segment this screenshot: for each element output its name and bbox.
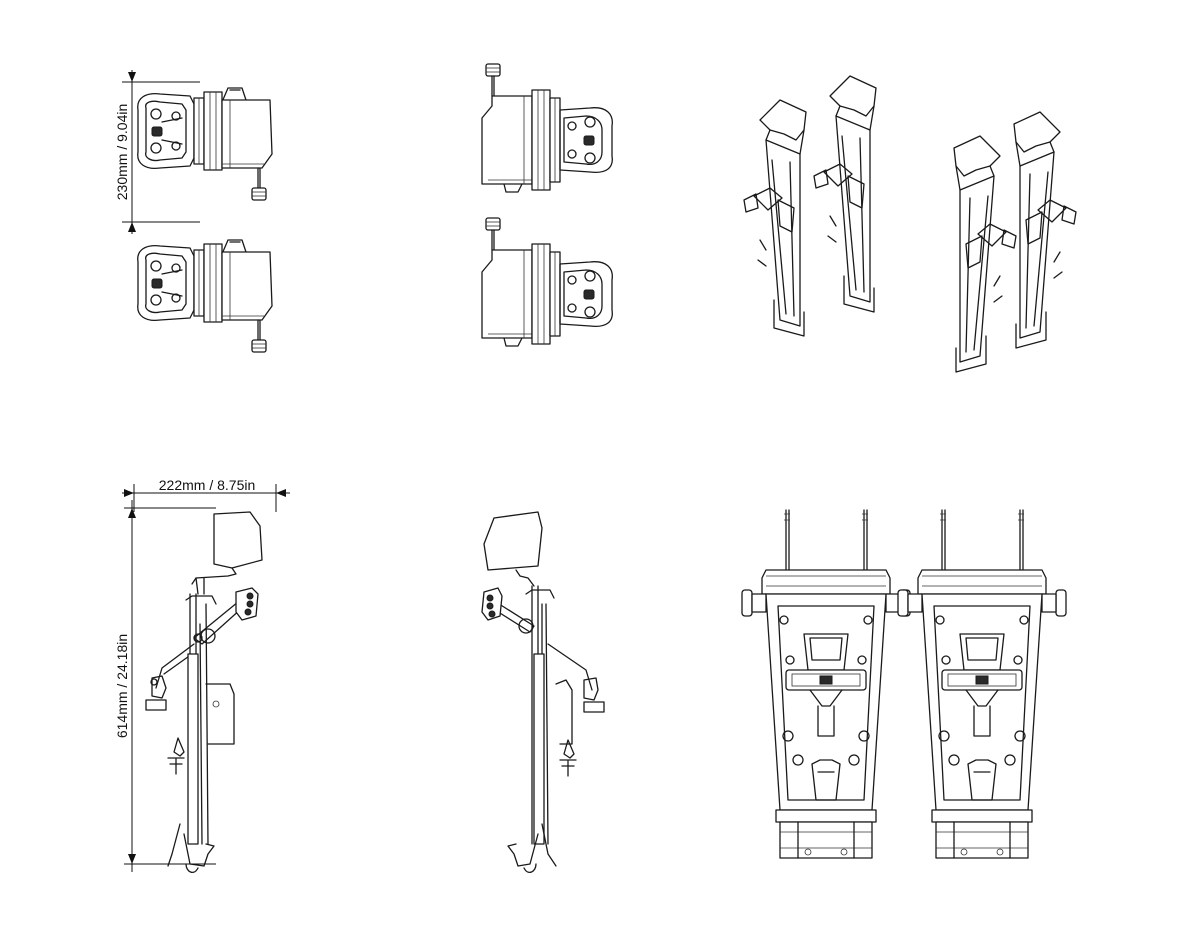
front-view-pair — [741, 509, 1067, 859]
dimension-height: 614mm / 24.18in — [114, 500, 216, 872]
side-view-right — [145, 511, 263, 874]
isometric-view-rear — [953, 111, 1077, 373]
isometric-view-front — [743, 75, 877, 337]
height-dimension-label: 614mm / 24.18in — [114, 634, 130, 738]
depth-dimension-label: 230mm / 9.04in — [114, 104, 130, 201]
dimension-width: 222mm / 8.75in — [122, 477, 290, 512]
width-dimension-label: 222mm / 8.75in — [159, 477, 256, 493]
dimension-depth: 230mm / 9.04in — [114, 70, 200, 234]
side-view-left — [481, 511, 605, 874]
top-view-left-column — [137, 87, 273, 353]
top-view-center-column — [481, 63, 613, 347]
